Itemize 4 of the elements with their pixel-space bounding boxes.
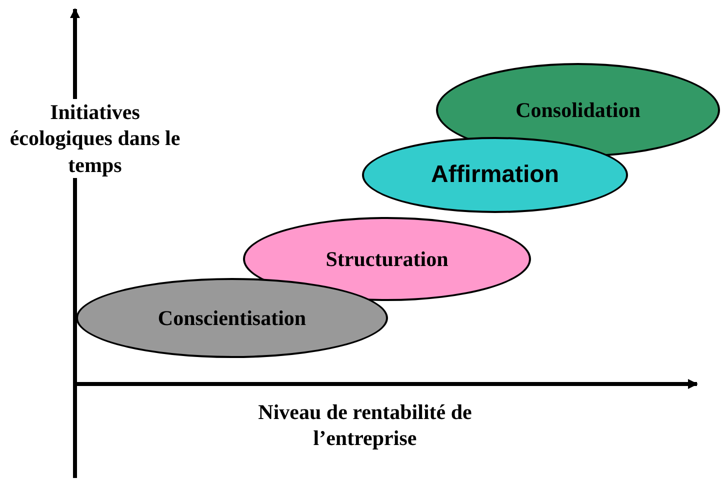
stage-label: Consolidation bbox=[516, 98, 640, 122]
stage-label: Affirmation bbox=[431, 161, 559, 189]
stage-label: Conscientisation bbox=[158, 306, 306, 330]
stage-label: Structuration bbox=[326, 246, 448, 272]
